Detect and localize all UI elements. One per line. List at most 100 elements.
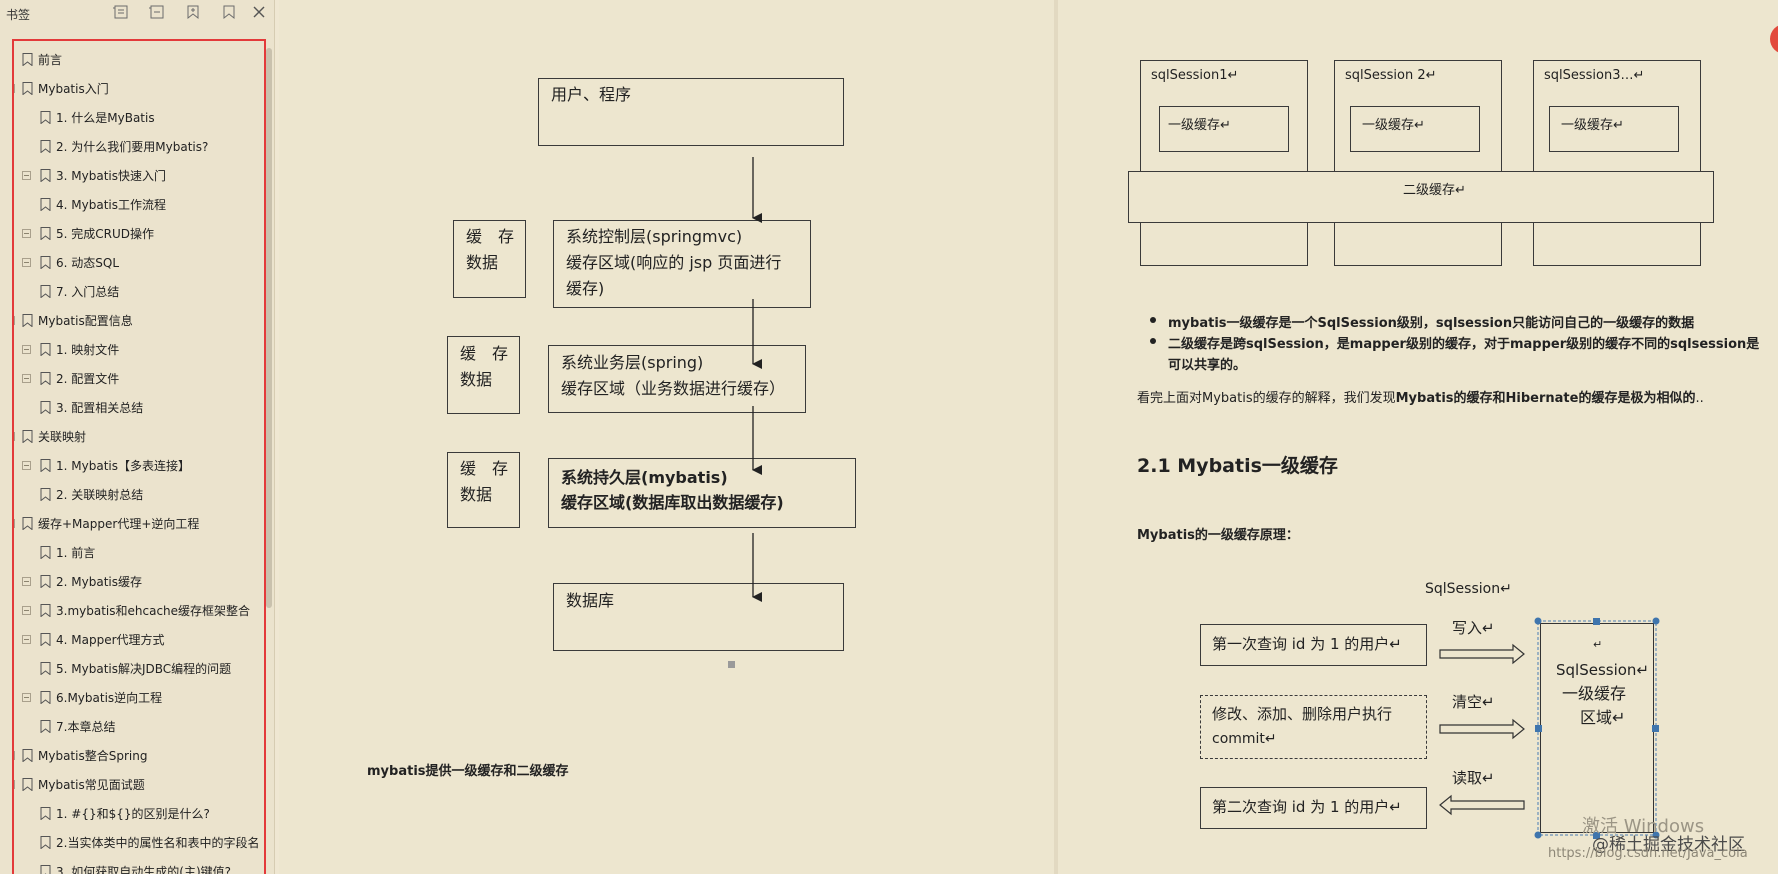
expand-toggle-icon[interactable]: [14, 84, 15, 93]
bookmark-item[interactable]: 1. #{}和${}的区别是什么?: [40, 803, 210, 823]
bookmark-item[interactable]: 3.mybatis和ehcache缓存框架整合: [40, 600, 250, 620]
bookmark-icon: [22, 777, 33, 791]
bookmark-label: 1. Mybatis【多表连接】: [56, 458, 190, 473]
bookmark-item[interactable]: 3. 配置相关总结: [40, 397, 143, 417]
expand-toggle-icon[interactable]: [14, 316, 15, 325]
expand-toggle-icon[interactable]: [22, 693, 31, 702]
modify-text-line1: 修改、添加、删除用户执行: [1212, 705, 1393, 723]
principle-label: Mybatis的一级缓存原理：: [1137, 528, 1299, 543]
bookmark-item[interactable]: 6.Mybatis逆向工程: [40, 687, 162, 707]
floating-action-icon[interactable]: [1770, 24, 1778, 54]
bookmark-item[interactable]: Mybatis整合Spring: [22, 745, 147, 765]
collapse-bookmark-icon[interactable]: [149, 4, 165, 20]
write-arrow: [1439, 643, 1525, 665]
bookmark-icon: [22, 81, 33, 95]
bookmark-item[interactable]: 2.当实体类中的属性名和表中的字段名: [40, 832, 259, 852]
bookmark-item[interactable]: 2. Mybatis缓存: [40, 571, 142, 591]
control-layer-line2: 缓存区域(响应的 jsp 页面进行: [566, 253, 782, 272]
bookmark-icon: [40, 864, 51, 874]
add-bookmark-icon[interactable]: [185, 4, 201, 20]
bookmark-item[interactable]: 5. Mybatis解决JDBC编程的问题: [40, 658, 231, 678]
expand-toggle-icon[interactable]: [22, 461, 31, 470]
bookmark-item[interactable]: 6. 动态SQL: [40, 252, 119, 272]
page-gutter: [1054, 0, 1058, 874]
expand-toggle-icon[interactable]: [14, 780, 15, 789]
bookmark-item[interactable]: 1. 什么是MyBatis: [40, 107, 155, 127]
bookmark-label: 2.当实体类中的属性名和表中的字段名: [56, 835, 260, 850]
clear-arrow: [1439, 718, 1525, 740]
persistence-layer-line2: 缓存区域(数据库取出数据缓存): [561, 493, 784, 512]
first-query-box: [1200, 624, 1427, 666]
bookmark-item[interactable]: 3. Mybatis快速入门: [40, 165, 166, 185]
cache-area-line1: SqlSession↵: [1556, 661, 1650, 679]
bookmark-icon: [40, 197, 51, 211]
bookmark-icon[interactable]: [221, 4, 237, 20]
bookmark-item[interactable]: 1. 映射文件: [40, 339, 119, 359]
bookmark-item[interactable]: Mybatis配置信息: [22, 310, 133, 330]
bookmark-icon: [40, 487, 51, 501]
level1-cache-label-1: 一级缓存↵: [1168, 118, 1231, 133]
database-box: [553, 583, 844, 651]
bookmark-label: Mybatis入门: [38, 81, 109, 96]
bookmark-icon: [40, 806, 51, 820]
expand-toggle-icon[interactable]: [22, 635, 31, 644]
bookmark-icon: [40, 226, 51, 240]
expand-toggle-icon[interactable]: [14, 432, 15, 441]
bookmark-label: Mybatis整合Spring: [38, 748, 148, 763]
bookmark-item[interactable]: 缓存+Mapper代理+逆向工程: [22, 513, 199, 533]
bookmark-icon: [22, 429, 33, 443]
left-caption: mybatis提供一级缓存和二级缓存: [367, 764, 569, 779]
second-query-box: [1200, 787, 1427, 829]
cache-data-box-1: [453, 220, 526, 298]
modify-text-line2: commit↵: [1212, 731, 1277, 747]
bookmark-item[interactable]: 关联映射: [22, 426, 86, 446]
user-program-text: 用户、程序: [551, 85, 632, 104]
bookmark-item[interactable]: 3. 如何获取自动生成的(主)键值?: [40, 861, 231, 874]
modify-box: [1200, 695, 1427, 759]
expand-toggle-icon[interactable]: [14, 751, 15, 760]
sidebar-title: 书签: [6, 8, 31, 22]
bookmark-item[interactable]: 4. Mybatis工作流程: [40, 194, 166, 214]
bookmark-item[interactable]: Mybatis入门: [22, 78, 109, 98]
bookmark-label: 7. 入门总结: [56, 284, 120, 299]
bookmark-item[interactable]: 1. 前言: [40, 542, 95, 562]
control-layer-line3: 缓存): [566, 279, 605, 298]
explanation-paragraph: 看完上面对Mybatis的缓存的解释，我们发现Mybatis的缓存和Hibern…: [1137, 391, 1704, 406]
bookmark-item[interactable]: 2. 关联映射总结: [40, 484, 143, 504]
bookmark-item[interactable]: 5. 完成CRUD操作: [40, 223, 154, 243]
cache-area-line0: ↵: [1593, 638, 1603, 651]
bookmark-icon: [22, 52, 33, 66]
expand-toggle-icon[interactable]: [22, 229, 31, 238]
bookmark-label: 2. 配置文件: [56, 371, 120, 386]
bookmark-item[interactable]: 2. 配置文件: [40, 368, 119, 388]
bookmark-item[interactable]: 1. Mybatis【多表连接】: [40, 455, 190, 475]
cache-label-3-line2: 数据: [460, 485, 493, 504]
expand-bookmark-icon[interactable]: [113, 4, 129, 20]
business-layer-line1: 系统业务层(spring): [561, 353, 704, 372]
expand-toggle-icon[interactable]: [14, 519, 15, 528]
expand-toggle-icon[interactable]: [22, 374, 31, 383]
resize-handle: [728, 661, 735, 668]
cache-data-box-3: [447, 452, 520, 528]
bookmark-item[interactable]: Mybatis常见面试题: [22, 774, 145, 794]
sqlsession3-label: sqlSession3…↵: [1544, 68, 1645, 83]
bookmark-item[interactable]: 7. 入门总结: [40, 281, 119, 301]
expand-toggle-icon[interactable]: [22, 606, 31, 615]
cache-label-2-line2: 数据: [460, 370, 493, 389]
expand-toggle-icon[interactable]: [22, 258, 31, 267]
level1-cache-box-2: [1350, 106, 1480, 152]
bookmark-item[interactable]: 前言: [22, 49, 62, 69]
sidebar-scrollbar[interactable]: [266, 48, 272, 608]
bookmark-label: 3.mybatis和ehcache缓存框架整合: [56, 603, 251, 618]
bookmark-icon: [40, 342, 51, 356]
expand-toggle-icon[interactable]: [22, 345, 31, 354]
expand-toggle-icon[interactable]: [22, 171, 31, 180]
bookmark-item[interactable]: 7.本章总结: [40, 716, 115, 736]
bookmark-item[interactable]: 2. 为什么我们要用Mybatis?: [40, 136, 208, 156]
read-arrow: [1439, 794, 1525, 816]
cache-label-3-line1: 缓 存: [460, 459, 509, 478]
bookmark-label: Mybatis配置信息: [38, 313, 133, 328]
expand-toggle-icon[interactable]: [22, 577, 31, 586]
bookmark-item[interactable]: 4. Mapper代理方式: [40, 629, 165, 649]
close-icon[interactable]: [251, 4, 267, 20]
